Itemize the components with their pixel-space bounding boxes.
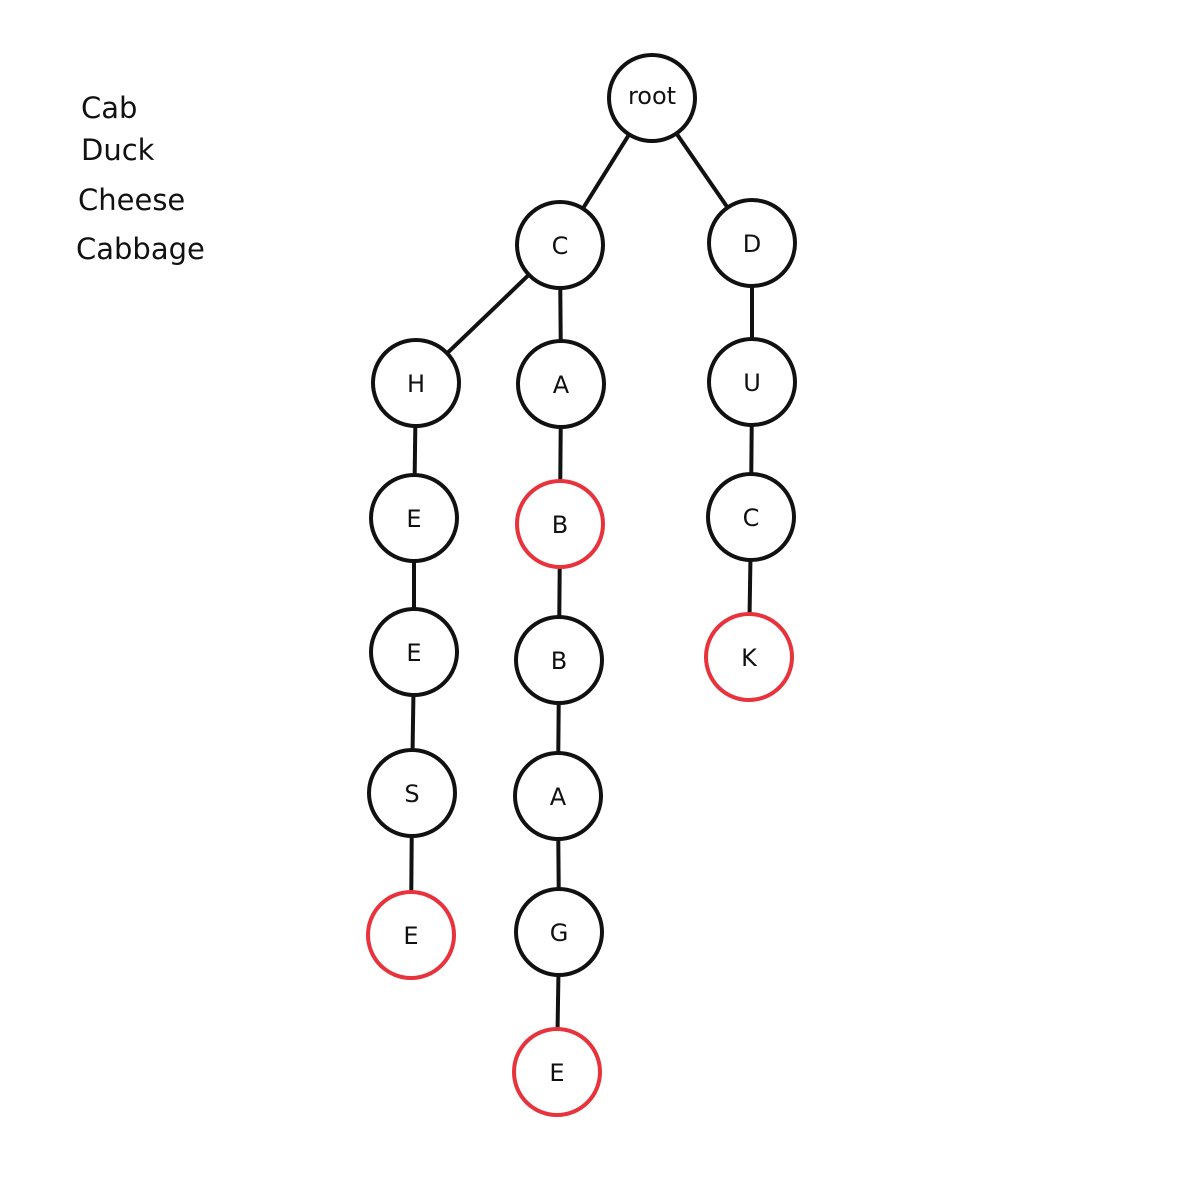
node-circle (514, 887, 604, 977)
trie-node-ch: H (371, 338, 461, 428)
trie-edge-cabbag-cabbage (555, 975, 561, 1029)
node-label: S (404, 780, 419, 808)
trie-node-che: E (369, 473, 459, 563)
trie-node-duck: K (704, 612, 794, 702)
node-circle (707, 198, 797, 288)
node-circle (707, 337, 797, 427)
node-label: B (552, 511, 568, 539)
node-label: E (403, 922, 418, 950)
trie-edge-root-d (675, 133, 729, 208)
trie-node-root: root (607, 53, 697, 143)
node-circle (516, 339, 606, 429)
trie-node-cabbage: E (512, 1027, 602, 1117)
trie-node-cab: B (515, 479, 605, 569)
word-list: Cab Duck Cheese Cabbage (0, 0, 300, 300)
trie-edge-c-ch (446, 274, 530, 354)
trie-node-du: U (707, 337, 797, 427)
trie-edges (409, 133, 754, 1029)
trie-edge-duc-duck (747, 560, 753, 614)
end-of-word-node-circle (515, 479, 605, 569)
word-item: Cabbage (76, 232, 205, 266)
word-item: Cab (81, 91, 138, 125)
trie-node-ca: A (516, 339, 606, 429)
word-item: Cheese (78, 183, 186, 217)
node-label: H (407, 370, 425, 398)
trie-node-duc: C (706, 472, 796, 562)
node-label: U (743, 369, 761, 397)
node-circle (367, 748, 457, 838)
trie-node-chee: E (369, 607, 459, 697)
node-label: E (406, 639, 421, 667)
node-label: D (743, 230, 761, 258)
node-label: E (406, 505, 421, 533)
node-label: A (553, 371, 570, 399)
node-label: root (628, 82, 676, 110)
trie-node-cabbag: G (514, 887, 604, 977)
trie-edge-ch-che (412, 426, 418, 475)
node-circle (706, 472, 796, 562)
trie-node-c: C (515, 200, 605, 290)
node-label: E (549, 1059, 564, 1087)
end-of-word-node-circle (512, 1027, 602, 1117)
node-circle (515, 200, 605, 290)
node-circle (369, 607, 459, 697)
node-circle (513, 751, 603, 841)
trie-node-cabba: A (513, 751, 603, 841)
word-item: Duck (81, 133, 155, 167)
node-label: C (743, 504, 760, 532)
end-of-word-node-circle (366, 890, 456, 980)
end-of-word-node-circle (704, 612, 794, 702)
node-label: A (550, 783, 567, 811)
node-label: C (552, 232, 569, 260)
node-label: G (550, 919, 569, 947)
trie-node-cabb: B (514, 615, 604, 705)
node-circle (607, 53, 697, 143)
node-label: K (741, 644, 758, 672)
trie-node-chees: S (367, 748, 457, 838)
node-label: B (551, 647, 567, 675)
trie-node-cheese: E (366, 890, 456, 980)
trie-node-d: D (707, 198, 797, 288)
trie-edge-chee-chees (410, 695, 416, 750)
node-circle (514, 615, 604, 705)
node-circle (369, 473, 459, 563)
node-circle (371, 338, 461, 428)
trie-edge-root-c (581, 134, 631, 209)
